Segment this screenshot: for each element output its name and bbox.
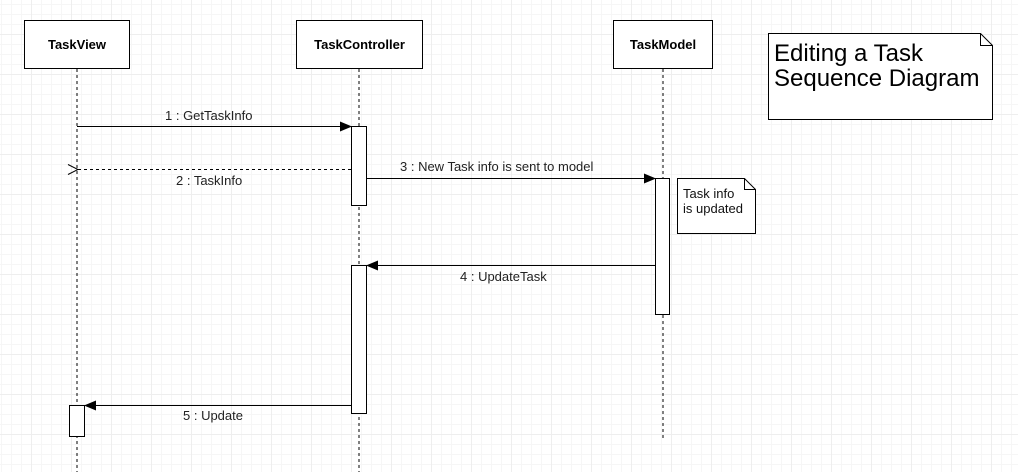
note-box[interactable] — [677, 178, 756, 234]
message-3-label: 3 : New Task info is sent to model — [400, 159, 594, 174]
diagram-title: Editing a Task Sequence Diagram — [774, 41, 979, 91]
message-1-label: 1 : GetTaskInfo — [165, 108, 253, 123]
message-5-label: 5 : Update — [183, 408, 243, 423]
diagram-title-line-1: Editing a Task — [774, 40, 923, 67]
note-line-2: is updated — [683, 201, 743, 216]
message-4-label: 4 : UpdateTask — [460, 269, 547, 284]
note-line-1: Task info — [683, 186, 735, 201]
title-box[interactable] — [768, 33, 993, 120]
lifeline-taskcontroller-label: TaskController — [314, 37, 405, 52]
activation-bar-view[interactable] — [69, 405, 85, 437]
activation-bar-model[interactable] — [655, 178, 670, 315]
note-text: Task info is updated — [683, 186, 743, 216]
note-fold — [744, 178, 756, 190]
lifeline-taskmodel[interactable]: TaskModel — [613, 20, 713, 69]
title-fold — [980, 33, 993, 46]
activation-bar-controller-2[interactable] — [351, 265, 367, 414]
lifeline-taskview[interactable]: TaskView — [24, 20, 130, 69]
activation-bar-controller-1[interactable] — [351, 126, 367, 206]
lifeline-taskview-label: TaskView — [47, 37, 107, 52]
diagram-title-line-2: Sequence Diagram — [774, 65, 980, 92]
message-2-label: 2 : TaskInfo — [176, 173, 243, 188]
lifeline-taskmodel-label: TaskModel — [629, 37, 697, 52]
lifeline-taskcontroller[interactable]: TaskController — [296, 20, 423, 69]
